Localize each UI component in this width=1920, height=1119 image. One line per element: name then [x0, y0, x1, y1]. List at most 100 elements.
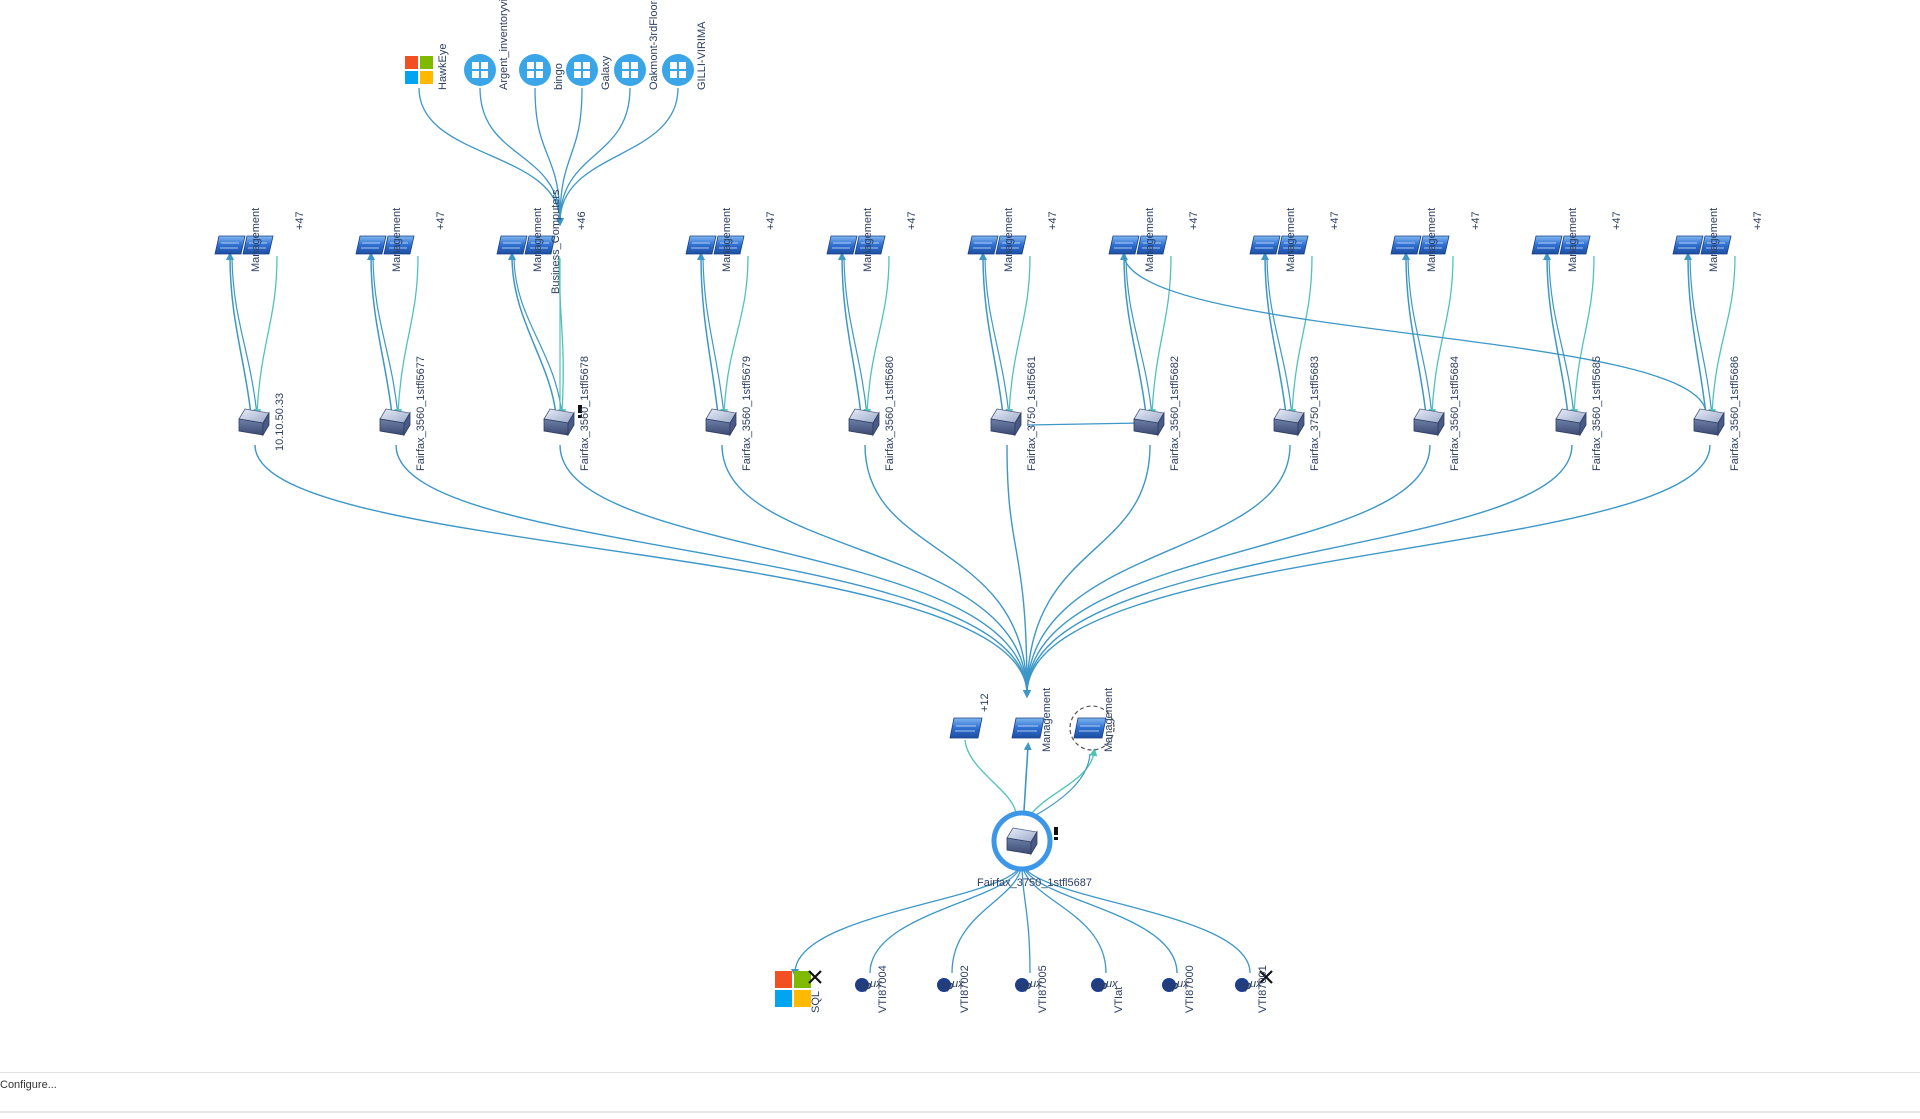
switch-label: Fairfax_3560_1stfl5684 [1449, 356, 1461, 471]
management-group[interactable]: Management+47 [1531, 208, 1623, 272]
switch-node[interactable]: 10.10.50.33 [238, 393, 286, 451]
link-line [1021, 860, 1251, 974]
switch-label: Fairfax_3560_1stfl5682 [1169, 356, 1181, 471]
link-line [559, 444, 1031, 698]
management-group[interactable]: Management+47 [826, 208, 918, 272]
group-count-badge: +46 [576, 211, 588, 230]
management-group[interactable]: Management+47 [1108, 208, 1200, 272]
switch-node[interactable]: Fairfax_3560_1stfl5682 [1133, 356, 1181, 471]
management-group[interactable]: Management+47 [1249, 208, 1341, 272]
host-node-gilli-virima[interactable]: GILLI-VIRIMA [662, 21, 708, 90]
switch-node[interactable]: Fairfax_3560_1stfl5684 [1413, 356, 1461, 471]
host-node-bingo[interactable]: bingo [519, 54, 565, 90]
link-line [1006, 444, 1028, 695]
link-line [1543, 252, 1569, 416]
switch-node[interactable]: Fairfax_3750_1stfl5683 [1273, 356, 1321, 471]
switch-node[interactable]: Fairfax_3560_1stfl5680 [848, 356, 896, 471]
warning-icon [1054, 827, 1058, 835]
switch-node[interactable]: Fairfax_3750_1stfl5681 [990, 356, 1038, 471]
switch-node[interactable]: Fairfax_3560_1stfl5678 [543, 356, 591, 471]
host-node-oakmont-3rdfloor-adr[interactable]: Oakmont-3rdFloor-Adr [614, 0, 660, 90]
link-line [1021, 860, 1031, 974]
switch-node[interactable]: Fairfax_3560_1stfl5677 [379, 356, 427, 471]
management-group[interactable]: Management +47 [1672, 208, 1764, 272]
management-group[interactable]: Management+47 [967, 208, 1059, 272]
windows-icon [662, 54, 694, 86]
windows-icon [464, 54, 496, 86]
link-line [1123, 257, 1707, 414]
link-line [1120, 252, 1147, 416]
svg-text:ux: ux [870, 978, 882, 990]
group-count-badge: +47 [1752, 211, 1764, 230]
link-line [418, 87, 564, 226]
svg-text:ux: ux [1106, 978, 1118, 990]
group-count-badge: +47 [1329, 211, 1341, 230]
host-label: Argent_inventoryvirim [498, 0, 510, 90]
link-line [367, 252, 393, 416]
core-switch-node[interactable]: Fairfax_3750_1stfl5687 [977, 810, 1092, 889]
switch-node[interactable]: Fairfax_3560_1stfl5685 [1555, 356, 1603, 471]
host-node-galaxy[interactable]: Galaxy [566, 54, 612, 90]
group-label: Management [1708, 208, 1720, 272]
group-label: Management [532, 208, 544, 272]
host-node-argent-inventoryvirim[interactable]: Argent_inventoryvirim [464, 0, 510, 90]
group-label: Management [1567, 208, 1579, 272]
link-line [1125, 257, 1153, 416]
core-group-label: Management [1041, 688, 1053, 752]
link-line [869, 860, 1023, 974]
group-count-badge: +47 [1188, 211, 1200, 230]
link-line [1689, 257, 1713, 416]
svg-text:ux: ux [1250, 978, 1262, 990]
core-group-count: +12 [979, 693, 991, 712]
link-line [395, 444, 1031, 698]
link-line [1407, 257, 1433, 416]
disconnected-icon [808, 970, 822, 984]
host-node-hawkeye[interactable]: HawkEye [405, 44, 449, 90]
windows-icon [614, 54, 646, 86]
warning-icon [578, 405, 582, 413]
management-group[interactable]: Management+47 [1390, 208, 1482, 272]
switch-label: Fairfax_3750_1stfl5683 [1309, 356, 1321, 471]
core-management-group[interactable]: Management [1069, 688, 1115, 752]
link-line [864, 444, 1031, 698]
group-label: Management [862, 208, 874, 272]
switch-label: 10.10.50.33 [274, 393, 286, 451]
link-line [951, 860, 1023, 974]
configure-link[interactable]: Configure... [0, 1079, 57, 1091]
link-line [226, 252, 252, 416]
switch-node[interactable]: Fairfax_3560_1stfl5679 [705, 356, 753, 471]
management-group[interactable]: Management+47 [685, 208, 777, 272]
link-line [984, 257, 1010, 416]
link-line [1023, 444, 1291, 698]
management-group[interactable]: Management+47 [214, 208, 306, 272]
status-bar: Configure... [0, 1072, 1920, 1119]
link-line [1023, 742, 1032, 812]
svg-text:hp: hp [940, 980, 954, 992]
link-line [394, 255, 419, 417]
switch-node[interactable]: Fairfax_3560_1stfl5686 [1693, 356, 1741, 471]
host-label: bingo [553, 63, 565, 90]
group-label: Management [1003, 208, 1015, 272]
leaf-node[interactable]: SQL [775, 970, 822, 1013]
link-line [1026, 422, 1143, 426]
host-label: HawkEye [437, 44, 449, 90]
link-line [1684, 252, 1707, 416]
svg-text:ux: ux [1030, 978, 1042, 990]
management-group[interactable]: Management+47 [355, 208, 447, 272]
windows-icon [519, 54, 551, 86]
core-management-group[interactable]: Management [1011, 688, 1053, 752]
leaf-label: VTI87002 [959, 965, 971, 1013]
core-group-overflow[interactable]: +12 [949, 693, 991, 739]
